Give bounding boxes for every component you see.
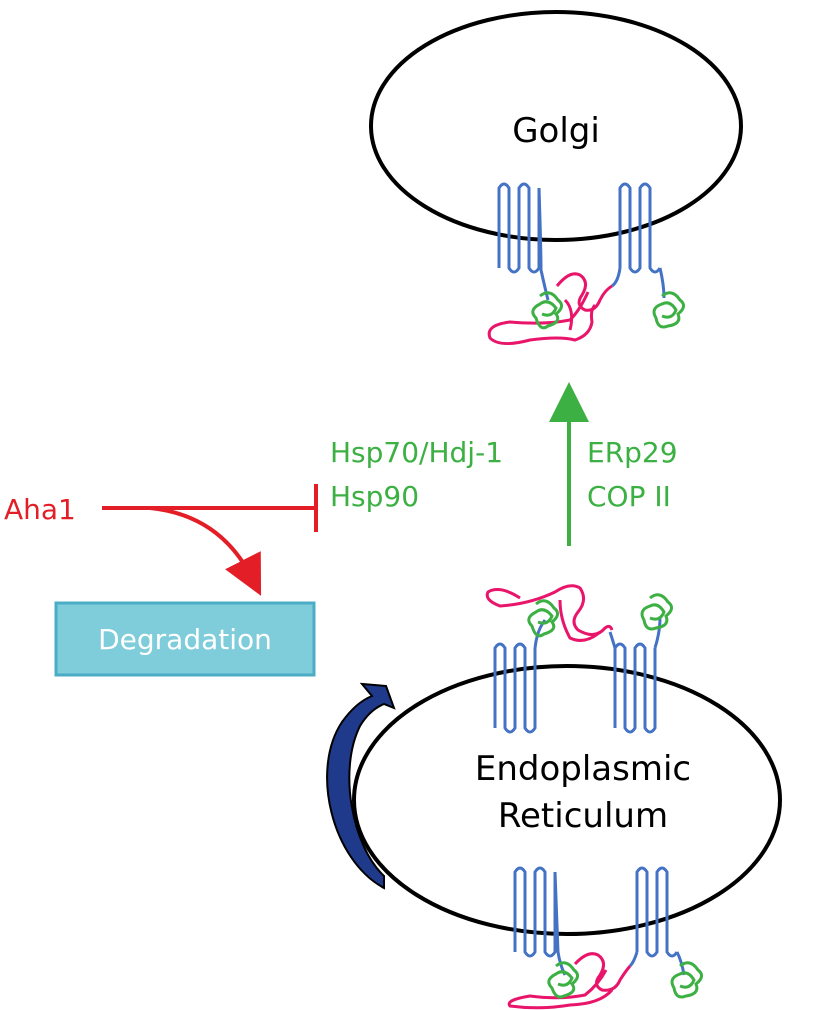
er-label-line2: Reticulum (498, 796, 668, 836)
trafficking-label-erp29: ERp29 (587, 436, 678, 469)
golgi-label: Golgi (512, 111, 600, 151)
er-top-protein-complex (485, 584, 673, 734)
regulatory-domain (507, 952, 632, 1010)
chaperone-label-hsp70: Hsp70/Hdj-1 (330, 436, 503, 469)
er-recycling-arrow (326, 682, 396, 890)
degradation-box (54, 601, 316, 677)
nucleotide-binding-domain-right (652, 291, 685, 329)
degradation-label: Degradation (98, 623, 272, 656)
transmembrane-helices-left (513, 866, 567, 976)
aha1-to-degradation-arrow (149, 506, 262, 596)
er-bottom-protein-complex (507, 866, 703, 1010)
transmembrane-helices-left (497, 182, 550, 301)
nucleotide-binding-domain-left (547, 961, 579, 999)
regulatory-domain (487, 272, 613, 345)
nucleotide-binding-domain-left (531, 291, 563, 330)
transmembrane-helices-right (608, 617, 662, 734)
regulatory-domain (485, 584, 614, 642)
golgi-protein-complex (487, 182, 685, 345)
trafficking-label-copii: COP II (587, 480, 671, 513)
nucleotide-binding-domain-right (640, 593, 673, 631)
er-label-line1: Endoplasmic (475, 749, 691, 789)
nucleotide-binding-domain-left (527, 599, 559, 638)
er-membrane (352, 664, 782, 936)
chaperone-label-hsp90: Hsp90 (330, 480, 419, 513)
aha1-label: Aha1 (4, 493, 76, 526)
aha1-inhibition-arrow (102, 484, 318, 532)
golgi-membrane (369, 10, 743, 242)
nucleotide-binding-domain-right (670, 961, 703, 999)
